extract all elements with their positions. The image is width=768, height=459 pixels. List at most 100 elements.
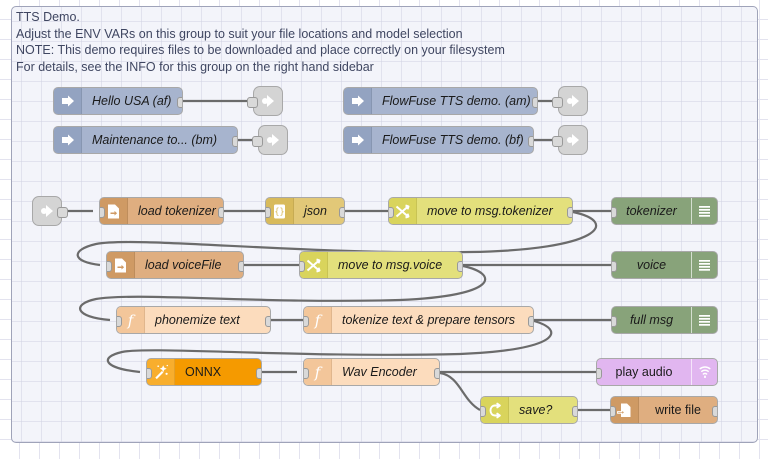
output-port[interactable]	[57, 207, 68, 218]
output-port[interactable]	[572, 406, 577, 417]
function-node-tokenize-text-prepare-tensors[interactable]: f tokenize text & prepare tensors	[303, 306, 534, 334]
file-in-node-load-voicefile[interactable]: load voiceFile	[106, 251, 244, 279]
inject-arrow-icon	[344, 127, 372, 153]
svg-text:f: f	[127, 312, 136, 329]
function-node-phonemize-text[interactable]: f phonemize text	[116, 306, 271, 334]
output-port[interactable]	[218, 207, 223, 218]
onnx-node[interactable]: ONNX	[146, 358, 262, 386]
link-out-icon	[567, 95, 579, 107]
node-label: load tokenizer	[138, 204, 216, 218]
input-port[interactable]	[147, 368, 152, 379]
output-port[interactable]	[256, 368, 261, 379]
node-label: Hello USA (af)	[92, 94, 172, 108]
output-port[interactable]	[528, 316, 533, 327]
link-out-node-3[interactable]	[552, 86, 588, 116]
change-node-move-to-voice[interactable]: move to msg.voice	[299, 251, 463, 279]
output-port[interactable]	[567, 207, 572, 218]
node-label: play audio	[615, 365, 673, 379]
input-port[interactable]	[300, 261, 305, 272]
debug-node-full-msg[interactable]: full msg	[611, 306, 718, 334]
debug-toggle-button[interactable]	[717, 251, 718, 279]
audio-waves-icon	[691, 359, 717, 385]
node-label: tokenize text & prepare tensors	[342, 313, 516, 327]
node-label: voice	[636, 258, 667, 272]
file-in-node-load-tokenizer[interactable]: load tokenizer	[99, 197, 224, 225]
output-port[interactable]	[238, 261, 243, 272]
inject-arrow-icon	[344, 88, 372, 114]
node-label: FlowFuse TTS demo. (bf)	[382, 133, 524, 147]
input-port[interactable]	[389, 207, 394, 218]
svg-text:f: f	[314, 364, 323, 381]
change-icon	[300, 252, 328, 278]
node-label: move to msg.voice	[338, 258, 443, 272]
debug-bars-icon	[691, 307, 717, 333]
input-port[interactable]	[266, 207, 271, 218]
audio-out-node-play-audio[interactable]: play audio	[596, 358, 718, 386]
input-port[interactable]	[481, 406, 486, 417]
input-port[interactable]	[117, 316, 122, 327]
input-port[interactable]	[552, 136, 563, 147]
input-port[interactable]	[304, 316, 309, 327]
inject-trigger-button[interactable]	[53, 126, 54, 154]
switch-node-save[interactable]: save?	[480, 396, 578, 424]
inject-node-flowfuse-am[interactable]: FlowFuse TTS demo. (am)	[343, 87, 538, 115]
node-label: phonemize text	[155, 313, 240, 327]
output-port[interactable]	[177, 97, 182, 108]
link-in-node[interactable]	[32, 196, 68, 226]
input-port[interactable]	[612, 316, 617, 327]
debug-toggle-button[interactable]	[717, 306, 718, 334]
input-port[interactable]	[612, 207, 617, 218]
inject-arrow-icon	[54, 88, 82, 114]
node-label: move to msg.tokenizer	[427, 204, 553, 218]
node-label: FlowFuse TTS demo. (am)	[382, 94, 531, 108]
inject-node-maintenance-bm[interactable]: Maintenance to... (bm)	[53, 126, 238, 154]
debug-bars-icon	[691, 252, 717, 278]
switch-icon	[481, 397, 509, 423]
inject-trigger-button[interactable]	[343, 87, 344, 115]
output-port[interactable]	[434, 368, 439, 379]
output-port[interactable]	[232, 136, 237, 147]
file-out-node-write-file[interactable]: write file	[610, 396, 718, 424]
input-port[interactable]	[597, 368, 602, 379]
input-port[interactable]	[107, 261, 112, 272]
input-port[interactable]	[611, 406, 616, 417]
inject-arrow-icon	[54, 127, 82, 153]
json-node[interactable]: {} json	[265, 197, 345, 225]
output-port[interactable]	[712, 406, 717, 417]
input-port[interactable]	[612, 261, 617, 272]
node-label: Maintenance to... (bm)	[92, 133, 218, 147]
debug-toggle-button[interactable]	[717, 197, 718, 225]
node-label: write file	[655, 403, 701, 417]
output-port[interactable]	[532, 97, 537, 108]
input-port[interactable]	[247, 97, 258, 108]
inject-trigger-button[interactable]	[343, 126, 344, 154]
change-node-move-to-tokenizer[interactable]: move to msg.tokenizer	[388, 197, 573, 225]
input-port[interactable]	[252, 136, 263, 147]
inject-node-flowfuse-bf[interactable]: FlowFuse TTS demo. (bf)	[343, 126, 534, 154]
output-port[interactable]	[339, 207, 344, 218]
svg-text:f: f	[314, 312, 323, 329]
inject-trigger-button[interactable]	[53, 87, 54, 115]
audio-toggle-button[interactable]	[717, 358, 718, 386]
link-out-node-1[interactable]	[247, 86, 283, 116]
debug-node-tokenizer[interactable]: tokenizer	[611, 197, 718, 225]
inject-node-hello-usa-af[interactable]: Hello USA (af)	[53, 87, 183, 115]
output-port[interactable]	[457, 261, 462, 272]
node-label: Wav Encoder	[342, 365, 417, 379]
link-out-icon	[262, 95, 274, 107]
input-port[interactable]	[100, 207, 105, 218]
input-port[interactable]	[304, 368, 309, 379]
link-out-node-2[interactable]	[252, 125, 288, 155]
link-out-icon	[567, 134, 579, 146]
output-port[interactable]	[528, 136, 533, 147]
link-out-icon	[267, 134, 279, 146]
node-label: load voiceFile	[145, 258, 222, 272]
output-port[interactable]	[265, 316, 270, 327]
function-node-wav-encoder[interactable]: f Wav Encoder	[303, 358, 440, 386]
node-label: ONNX	[185, 365, 222, 379]
debug-node-voice[interactable]: voice	[611, 251, 718, 279]
input-port[interactable]	[552, 97, 563, 108]
link-in-icon	[41, 205, 53, 217]
link-out-node-4[interactable]	[552, 125, 588, 155]
